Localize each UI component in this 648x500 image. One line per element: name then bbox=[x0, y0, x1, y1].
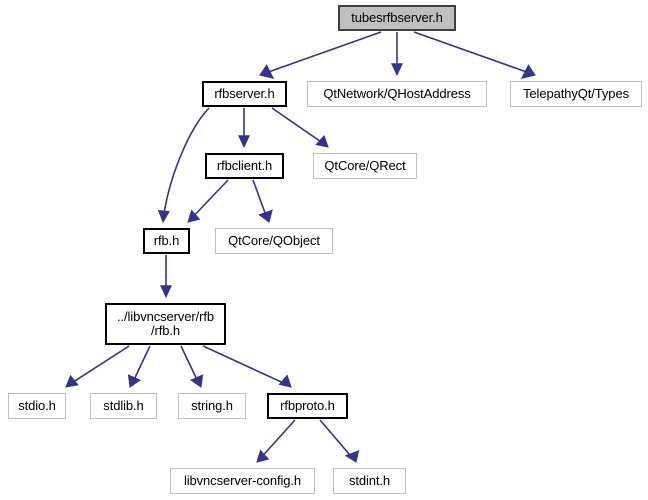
graph-edge-rfbclient-to-qtcore_qobject bbox=[252, 179, 269, 222]
graph-node-label: QtCore/QObject bbox=[228, 233, 320, 248]
graph-edge-libvncserver_rfb_rfb-to-rfbproto bbox=[202, 345, 291, 387]
graph-node-stdint[interactable]: stdint.h bbox=[333, 468, 406, 494]
graph-node-qtnetwork_qhostaddress[interactable]: QtNetwork/QHostAddress bbox=[307, 81, 487, 107]
graph-arrowhead-rfbserver-to-rfb bbox=[157, 209, 170, 224]
graph-node-qtcore_qobject[interactable]: QtCore/QObject bbox=[215, 228, 333, 254]
graph-node-rfbproto[interactable]: rfbproto.h bbox=[267, 393, 348, 419]
graph-node-libvncserver_rfb_rfb[interactable]: ../libvncserver/rfb /rfb.h bbox=[105, 303, 226, 345]
graph-node-label: rfbproto.h bbox=[280, 398, 335, 413]
graph-arrowhead-rfbserver-to-qtcore_qrect bbox=[315, 134, 329, 148]
graph-node-stdio[interactable]: stdio.h bbox=[8, 393, 66, 419]
graph-arrowhead-tubesrfbserver-to-qtnetwork_qhostaddress bbox=[391, 63, 403, 77]
graph-node-string[interactable]: string.h bbox=[178, 393, 246, 419]
graph-arrowhead-rfb-to-libvncserver_rfb_rfb bbox=[160, 285, 172, 299]
graph-node-label: ../libvncserver/rfb /rfb.h bbox=[116, 309, 215, 338]
graph-arrowhead-tubesrfbserver-to-telepathyqt_types bbox=[520, 64, 536, 79]
graph-arrowhead-rfbproto-to-libvncserver_config bbox=[256, 449, 270, 463]
graph-edge-rfbserver-to-rfb bbox=[162, 107, 210, 222]
graph-node-stdlib[interactable]: stdlib.h bbox=[90, 393, 157, 419]
graph-node-libvncserver_config[interactable]: libvncserver-config.h bbox=[170, 468, 315, 494]
graph-edge-rfbproto-to-libvncserver_config bbox=[257, 419, 296, 462]
graph-node-rfb[interactable]: rfb.h bbox=[143, 228, 190, 254]
graph-node-tubesrfbserver[interactable]: tubesrfbserver.h bbox=[338, 5, 456, 31]
graph-node-label: QtCore/QRect bbox=[324, 158, 406, 173]
graph-arrowhead-tubesrfbserver-to-rfbserver bbox=[259, 64, 275, 79]
graph-arrowhead-libvncserver_rfb_rfb-to-rfbproto bbox=[278, 374, 292, 388]
graph-node-label: tubesrfbserver.h bbox=[351, 10, 443, 25]
graph-node-label: libvncserver-config.h bbox=[183, 473, 302, 488]
graph-node-label: QtNetwork/QHostAddress bbox=[323, 86, 471, 101]
graph-arrowhead-libvncserver_rfb_rfb-to-stdio bbox=[65, 374, 79, 388]
graph-node-label: TelepathyQt/Types bbox=[523, 86, 629, 101]
graph-edge-tubesrfbserver-to-telepathyqt_types bbox=[413, 31, 536, 76]
graph-arrowhead-rfbserver-to-rfbclient bbox=[238, 135, 250, 149]
graph-edge-tubesrfbserver-to-rfbserver bbox=[259, 31, 382, 76]
graph-edge-libvncserver_rfb_rfb-to-stdlib bbox=[130, 345, 151, 387]
graph-node-label: string.h bbox=[191, 398, 233, 413]
graph-node-rfbserver[interactable]: rfbserver.h bbox=[202, 81, 287, 107]
graph-arrowhead-rfbclient-to-rfb bbox=[187, 209, 201, 223]
graph-edge-rfbserver-to-qtcore_qrect bbox=[271, 107, 328, 147]
graph-node-label: rfbclient.h bbox=[216, 158, 273, 173]
graph-node-label: stdio.h bbox=[18, 398, 56, 413]
graph-arrowhead-libvncserver_rfb_rfb-to-stdlib bbox=[127, 374, 142, 388]
graph-arrowhead-rfbproto-to-stdint bbox=[344, 450, 360, 463]
graph-node-label: rfb.h bbox=[153, 233, 180, 248]
graph-node-label: stdint.h bbox=[348, 473, 391, 488]
graph-edge-rfbclient-to-rfb bbox=[188, 179, 229, 222]
graph-edge-libvncserver_rfb_rfb-to-string bbox=[180, 345, 201, 387]
graph-node-rfbclient[interactable]: rfbclient.h bbox=[205, 153, 284, 179]
graph-node-telepathyqt_types[interactable]: TelepathyQt/Types bbox=[510, 81, 642, 107]
graph-node-qtcore_qrect[interactable]: QtCore/QRect bbox=[313, 153, 417, 179]
graph-edge-rfbproto-to-stdint bbox=[319, 419, 356, 462]
graph-arrowhead-libvncserver_rfb_rfb-to-string bbox=[189, 374, 204, 388]
graph-edge-libvncserver_rfb_rfb-to-stdio bbox=[66, 345, 130, 387]
graph-node-label: rfbserver.h bbox=[214, 86, 275, 101]
graph-node-label: stdlib.h bbox=[103, 398, 144, 413]
graph-arrowhead-rfbclient-to-qtcore_qobject bbox=[258, 209, 273, 223]
